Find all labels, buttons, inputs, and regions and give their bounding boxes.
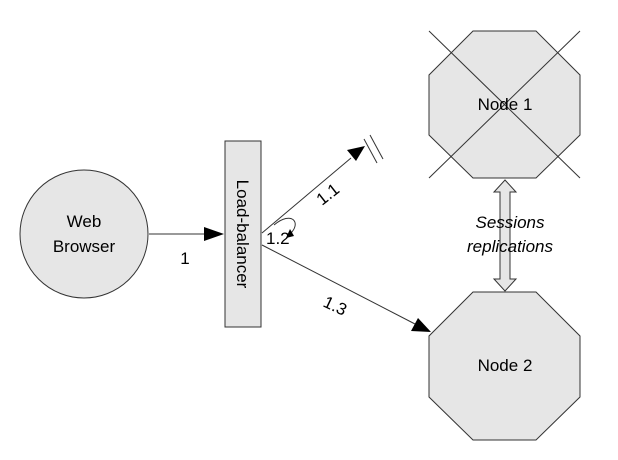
replication-label-line1: Sessions xyxy=(476,213,545,232)
node2-label: Node 2 xyxy=(478,356,533,375)
retry-curve xyxy=(273,217,296,235)
node2: Node 2 xyxy=(428,291,581,441)
replication-label-line2: replications xyxy=(467,237,553,256)
broken-connection-mark xyxy=(363,138,378,164)
web-browser-circle xyxy=(19,169,149,299)
broken-connection-mark xyxy=(369,134,384,160)
web-browser-label-line1: Web xyxy=(67,212,102,231)
edge-label-1-2: 1.2 xyxy=(266,229,290,248)
load-balancer-label: Load-balancer xyxy=(233,180,252,289)
edge-label-1-3: 1.3 xyxy=(320,292,349,319)
node2-octagon xyxy=(428,291,581,441)
edge-line xyxy=(261,157,352,234)
web-browser-label-line2: Browser xyxy=(53,237,116,256)
edge-label-1-1: 1.1 xyxy=(313,180,343,210)
load-balancer-node: Load-balancer xyxy=(224,140,262,328)
arrowhead xyxy=(347,146,365,161)
edge-retry-loop: 1.2 xyxy=(266,217,296,248)
arrowhead xyxy=(204,227,224,241)
failed-cross-line xyxy=(428,30,581,179)
node1: Node 1 xyxy=(428,30,581,179)
arrowhead xyxy=(411,318,431,332)
edge-browser-to-load-balancer: 1 xyxy=(149,227,224,268)
retry-arrowhead xyxy=(286,229,294,238)
edge-line xyxy=(261,244,416,325)
edge-load-balancer-to-node1: 1.1 xyxy=(261,134,384,234)
load-balancer-box xyxy=(224,140,262,328)
double-arrow xyxy=(492,179,518,292)
edge-label-1: 1 xyxy=(180,249,189,268)
node1-label: Node 1 xyxy=(478,95,533,114)
edge-load-balancer-to-node2: 1.3 xyxy=(261,244,431,332)
web-browser-node: Web Browser xyxy=(19,169,149,299)
session-replication-link: Sessions replications xyxy=(467,179,553,292)
